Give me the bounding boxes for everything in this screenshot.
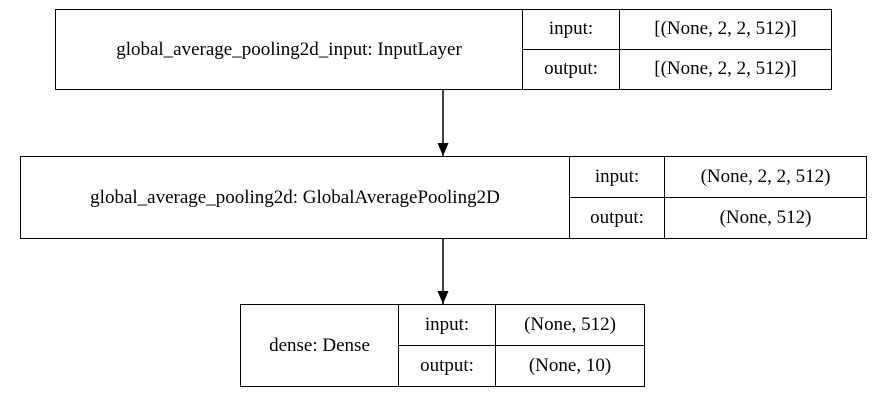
node-input-layer: global_average_pooling2d_input: InputLay… [55,9,832,90]
input-key: input: [523,10,620,50]
output-key: output: [523,49,620,89]
input-shape: [(None, 2, 2, 512)] [620,10,831,50]
node-label: dense: Dense [241,305,399,386]
edge-pooling-to-dense [437,239,449,304]
node-global-average-pooling: global_average_pooling2d: GlobalAverageP… [20,156,867,239]
input-key: input: [399,305,496,346]
edge-input-to-pooling [437,90,449,156]
output-shape: [(None, 2, 2, 512)] [654,58,797,80]
output-shape: (None, 10) [528,354,612,376]
node-label: global_average_pooling2d_input: InputLay… [56,10,523,89]
output-key: output: [570,197,665,238]
output-shape: (None, 512) [719,206,812,228]
output-key: output: [399,345,496,386]
input-key: input: [570,157,665,198]
input-shape: (None, 512) [496,305,644,346]
node-dense: dense: Dense input: (None, 512) output: … [240,304,645,387]
node-label: global_average_pooling2d: GlobalAverageP… [21,157,570,238]
input-shape: (None, 2, 2, 512) [665,157,866,198]
